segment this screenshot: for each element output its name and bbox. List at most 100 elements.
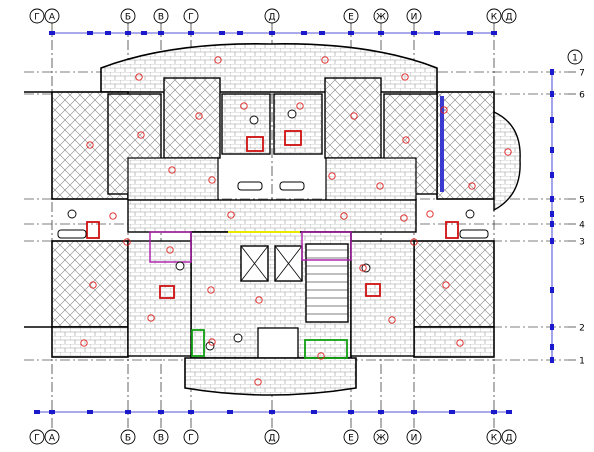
dim-tick-right bbox=[550, 172, 554, 178]
dim-tick-right bbox=[550, 69, 554, 75]
sink bbox=[465, 209, 475, 219]
bathroom-fixture bbox=[445, 221, 459, 239]
col-bubble-bottom-Zh-label: Ж bbox=[376, 434, 386, 444]
dim-tick-bottom bbox=[506, 410, 512, 414]
bottom-balcony bbox=[184, 357, 357, 396]
dim-tick-right bbox=[550, 344, 554, 350]
col-bubble-bottom-GA-a-label: Г bbox=[34, 434, 40, 444]
dim-tick-top bbox=[219, 31, 225, 35]
sink bbox=[67, 209, 77, 219]
room-tag bbox=[440, 106, 448, 114]
room-tag bbox=[137, 131, 145, 139]
room-tag bbox=[195, 112, 203, 120]
dim-tick-top bbox=[105, 31, 111, 35]
room-tag bbox=[410, 238, 418, 246]
dim-tick-right bbox=[550, 324, 554, 330]
col-bubble-top-V-label: В bbox=[158, 13, 164, 23]
room-tag bbox=[147, 314, 155, 322]
row-label-r1: 1 bbox=[579, 357, 585, 367]
room-tag bbox=[456, 339, 464, 347]
outer-wall-stubs bbox=[24, 91, 52, 328]
left-balcony-lower bbox=[51, 326, 129, 358]
dim-tick-right bbox=[550, 211, 554, 217]
col-bubble-bottom-V: В bbox=[153, 429, 169, 445]
room-tag bbox=[86, 141, 94, 149]
room-tag bbox=[468, 182, 476, 190]
kitchen-left bbox=[221, 93, 271, 155]
dim-tick-bottom bbox=[449, 410, 455, 414]
col-bubble-top-GA-b-circle bbox=[44, 8, 60, 24]
dim-tick-right bbox=[550, 147, 554, 153]
bathroom-fixture bbox=[365, 283, 381, 297]
kitchen-right bbox=[273, 93, 323, 155]
stair-treads bbox=[306, 249, 348, 315]
col-bubble-top-G: Г bbox=[183, 8, 199, 24]
dim-tick-top bbox=[237, 31, 243, 35]
col-bubble-bottom-I: И bbox=[406, 429, 422, 445]
col-bubble-bottom-GA-b-circle bbox=[44, 429, 60, 445]
sink bbox=[205, 341, 215, 351]
col-bubble-bottom-D: Д bbox=[264, 429, 280, 445]
dim-tick-bottom bbox=[227, 410, 233, 414]
col-bubble-top-I-label: И bbox=[411, 13, 418, 23]
col-bubble-top-KD-a-label: К bbox=[491, 13, 498, 23]
row-label-r6: 6 bbox=[579, 91, 585, 101]
room-tag bbox=[208, 338, 216, 346]
dim-tick-top bbox=[348, 31, 354, 35]
right-room-upper bbox=[436, 91, 495, 200]
dim-tick-top bbox=[87, 31, 93, 35]
col-bubble-bottom-Zh: Ж bbox=[373, 429, 389, 445]
sink bbox=[287, 109, 297, 119]
dim-tick-top bbox=[158, 31, 164, 35]
top-balcony bbox=[100, 43, 438, 93]
dim-tick-top bbox=[434, 31, 440, 35]
col-bubble-top-B: Б bbox=[120, 8, 136, 24]
dim-tick-right bbox=[550, 117, 554, 123]
bathroom-fixture bbox=[284, 130, 302, 146]
dim-tick-bottom bbox=[311, 410, 317, 414]
col-bubble-top-KD-b-label: Д bbox=[505, 13, 512, 23]
bathtub bbox=[279, 181, 305, 191]
room-tag bbox=[166, 246, 174, 254]
col-bubble-bottom-KD-b: Д bbox=[501, 429, 517, 445]
room-tag bbox=[240, 102, 248, 110]
room-e-upper bbox=[324, 77, 382, 159]
dim-tick-bottom bbox=[378, 410, 384, 414]
col-bubble-bottom-I-circle bbox=[406, 429, 422, 445]
col-bubble-top-GA-a: Г bbox=[29, 8, 45, 24]
col-bubble-top-GA-a-label: Г bbox=[34, 13, 40, 23]
col-bubble-top-GA-b-label: А bbox=[49, 13, 56, 23]
col-bubble-bottom-E-label: Е bbox=[348, 434, 354, 444]
bathroom-fixture bbox=[246, 136, 264, 152]
room-tag bbox=[255, 296, 263, 304]
col-bubble-bottom-E: Е bbox=[343, 429, 359, 445]
col-bubble-bottom-D-circle bbox=[264, 429, 280, 445]
col-bubble-bottom-G-circle bbox=[183, 429, 199, 445]
dim-tick-bottom bbox=[188, 410, 194, 414]
axis-marker: 1 bbox=[567, 49, 583, 65]
bathtub bbox=[237, 181, 263, 191]
room-tag bbox=[208, 176, 216, 184]
sink bbox=[175, 261, 185, 271]
room-tag bbox=[340, 212, 348, 220]
col-bubble-bottom-GA-a-circle bbox=[29, 429, 45, 445]
dim-tick-top bbox=[411, 31, 417, 35]
room-tag bbox=[359, 264, 367, 272]
col-bubble-top-E-label: Е bbox=[348, 13, 354, 23]
col-bubble-top-B-circle bbox=[120, 8, 136, 24]
central-hall bbox=[127, 199, 417, 233]
col-bubble-top-GA-a-circle bbox=[29, 8, 45, 24]
col-bubble-top-Zh-label: Ж bbox=[376, 13, 386, 23]
col-bubble-top-KD-a: К bbox=[486, 8, 502, 24]
dim-tick-bottom bbox=[125, 410, 131, 414]
col-bubble-top-B-label: Б bbox=[125, 13, 131, 23]
dim-tick-right bbox=[550, 238, 554, 244]
col-bubble-bottom-GA-a: Г bbox=[29, 429, 45, 445]
col-bubble-top-E-circle bbox=[343, 8, 359, 24]
room-tag bbox=[442, 281, 450, 289]
col-bubble-top-V-circle bbox=[153, 8, 169, 24]
dim-tick-right bbox=[550, 221, 554, 227]
